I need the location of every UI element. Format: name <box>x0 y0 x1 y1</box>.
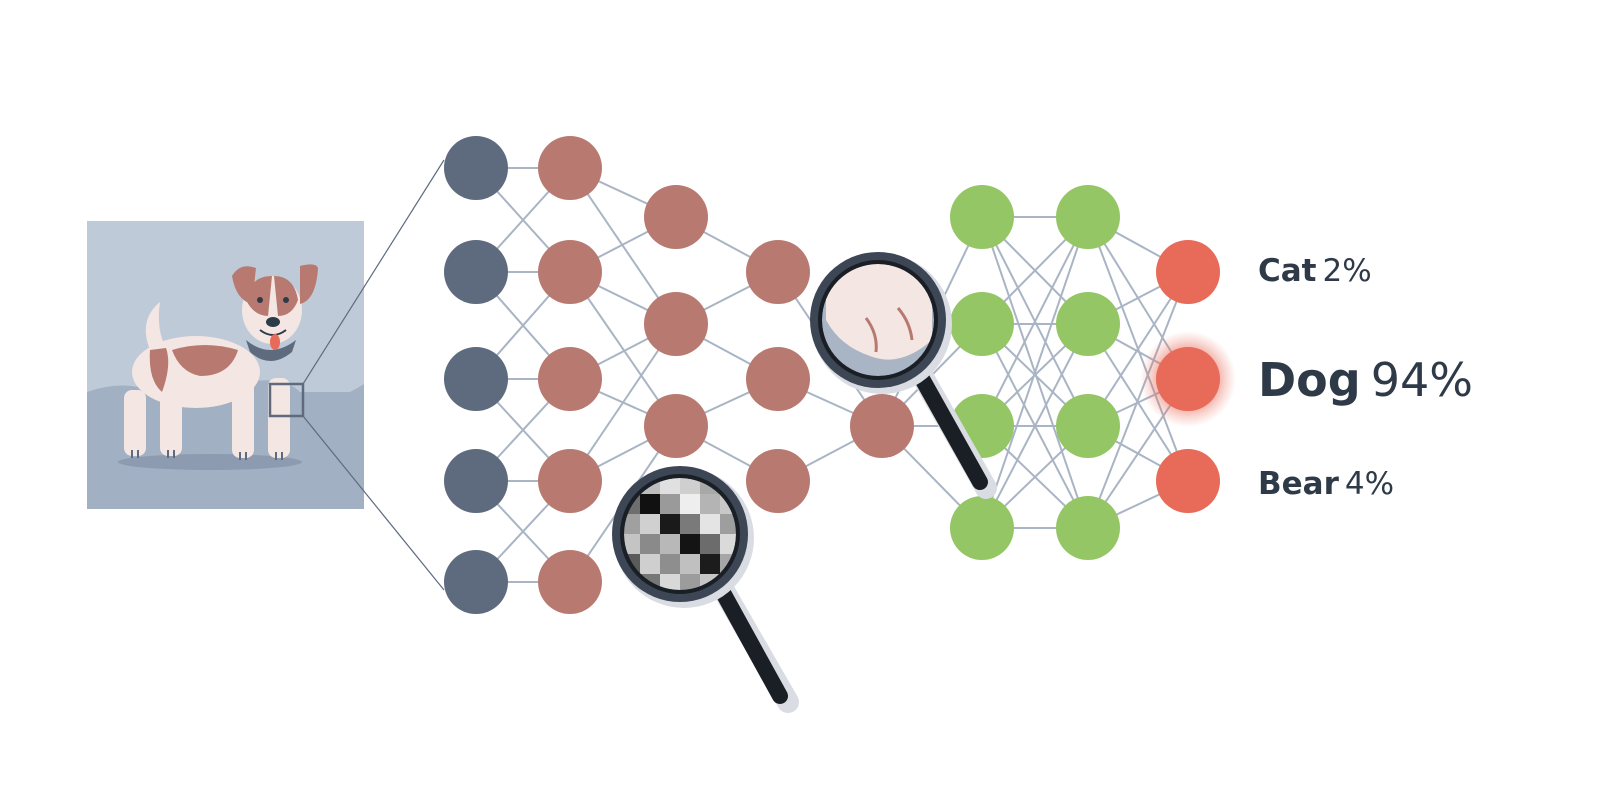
node-conv-1-0 <box>538 136 602 200</box>
node-dense-1-1 <box>950 292 1014 356</box>
node-input-4 <box>444 550 508 614</box>
node-input-3 <box>444 449 508 513</box>
pixel-cell <box>660 478 680 494</box>
pixel-cell <box>640 494 660 514</box>
node-output-1 <box>1156 347 1220 411</box>
node-conv-4-0 <box>850 394 914 458</box>
node-conv-1-1 <box>538 240 602 304</box>
network-edge <box>981 216 1089 427</box>
node-conv-2-2 <box>644 394 708 458</box>
pixel-cell <box>624 514 640 534</box>
node-output-2 <box>1156 449 1220 513</box>
node-conv-1-4 <box>538 550 602 614</box>
pixel-cell <box>680 494 700 514</box>
pixel-cell <box>680 514 700 534</box>
node-dense-2-1 <box>1056 292 1120 356</box>
node-conv-1-3 <box>538 449 602 513</box>
pixel-cell <box>720 534 736 554</box>
prediction-label: Bear <box>1258 466 1340 502</box>
zoom-line-bottom <box>302 415 445 591</box>
pixel-cell <box>700 514 720 534</box>
node-output-0 <box>1156 240 1220 304</box>
pixel-cell <box>640 534 660 554</box>
node-dense-1-3 <box>950 496 1014 560</box>
prediction-percent: 94% <box>1371 353 1473 407</box>
pixel-cell <box>624 534 640 554</box>
node-conv-1-2 <box>538 347 602 411</box>
node-conv-2-0 <box>644 185 708 249</box>
pixel-cell <box>640 554 660 574</box>
prediction-percent: 4% <box>1345 466 1394 502</box>
pixel-cell <box>720 514 736 534</box>
node-conv-3-0 <box>746 240 810 304</box>
prediction-percent: 2% <box>1323 253 1372 289</box>
pixel-cell <box>660 514 680 534</box>
network-edge <box>981 216 1089 529</box>
magnifier-paw-icon <box>810 252 997 499</box>
pixel-cell <box>700 494 720 514</box>
pixel-cell <box>660 554 680 574</box>
prediction-label: Dog <box>1258 353 1361 407</box>
pixel-cell <box>660 574 680 590</box>
node-conv-3-2 <box>746 449 810 513</box>
pixel-cell <box>700 534 720 554</box>
node-conv-2-1 <box>644 292 708 356</box>
magnifier-pixels-icon <box>612 466 799 713</box>
node-input-2 <box>444 347 508 411</box>
focus-region <box>268 382 305 418</box>
node-conv-3-1 <box>746 347 810 411</box>
node-dense-2-2 <box>1056 394 1120 458</box>
node-input-0 <box>444 136 508 200</box>
pixel-cell <box>680 534 700 554</box>
node-dense-2-0 <box>1056 185 1120 249</box>
node-dense-2-3 <box>1056 496 1120 560</box>
pixel-cell <box>700 554 720 574</box>
dog-illustration-icon <box>124 264 318 460</box>
pixel-cell <box>640 514 660 534</box>
pixel-cell <box>680 574 700 590</box>
node-dense-1-0 <box>950 185 1014 249</box>
input-image <box>87 159 445 591</box>
network-edge <box>981 323 1089 529</box>
zoom-line-top <box>302 159 445 385</box>
network-nodes <box>444 136 1236 614</box>
pixel-cell <box>680 554 700 574</box>
pixel-cell <box>680 478 700 494</box>
pixel-cell <box>660 494 680 514</box>
node-input-1 <box>444 240 508 304</box>
prediction-label: Cat <box>1258 253 1317 289</box>
pixel-cell <box>660 534 680 554</box>
network-edge <box>1087 271 1189 529</box>
